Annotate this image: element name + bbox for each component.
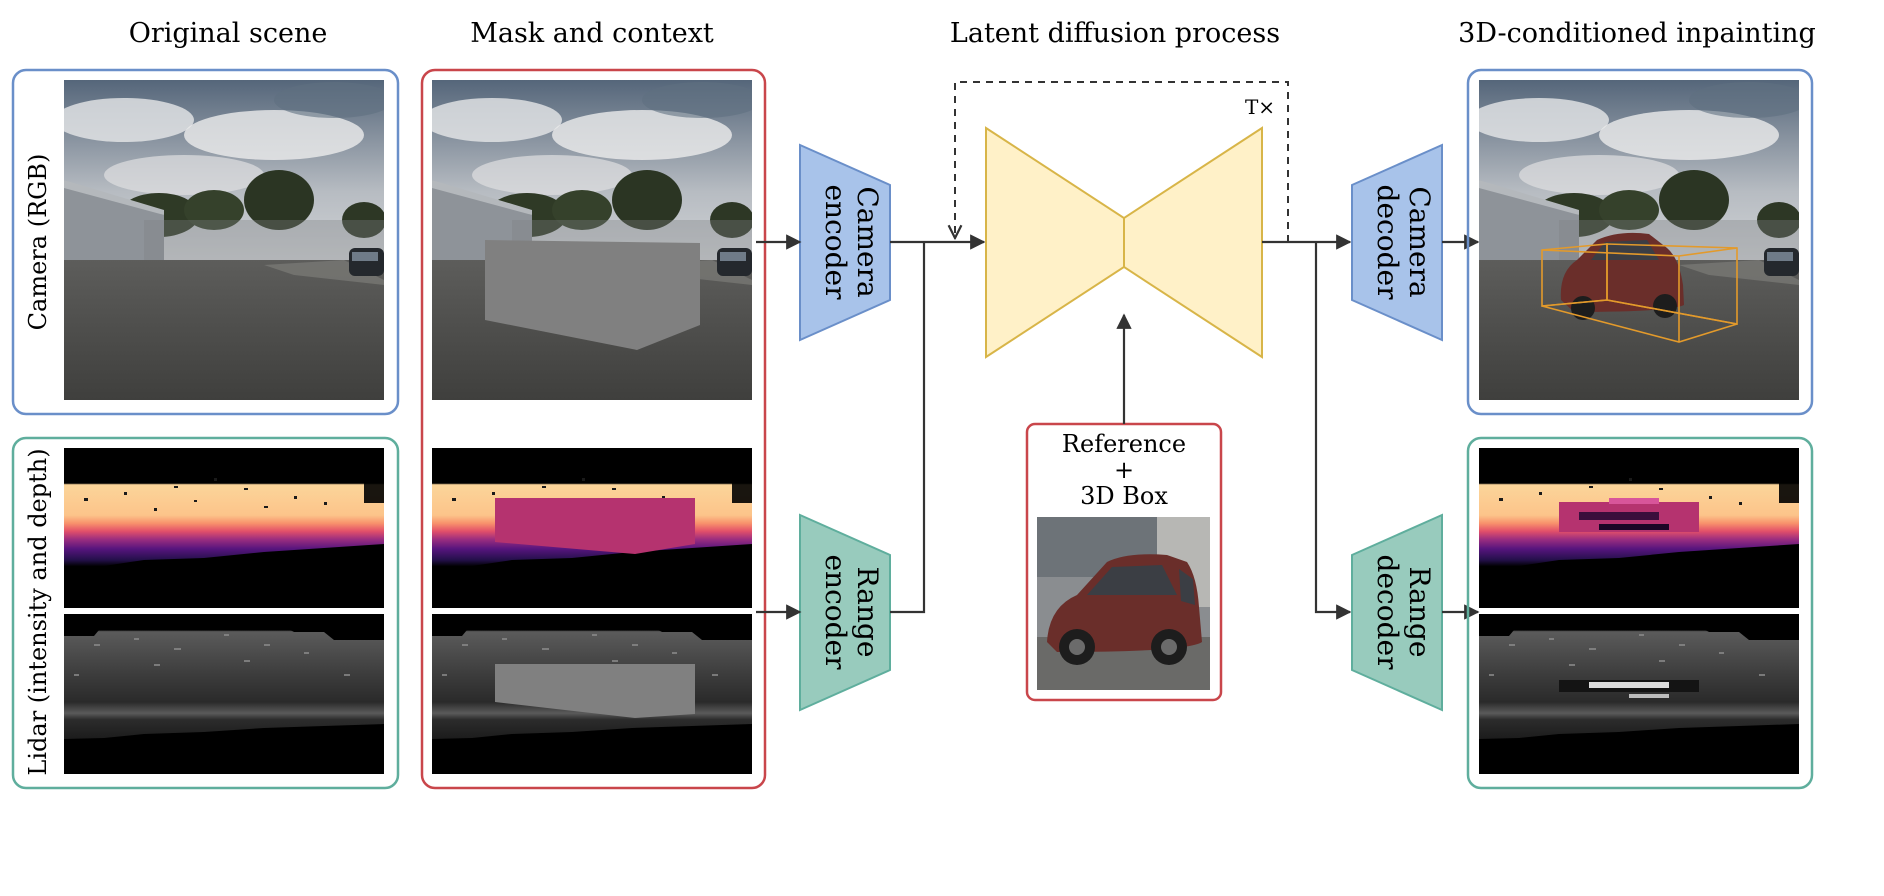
camera-decoder: Camera decoder [1351, 143, 1443, 342]
output-camera-image [1479, 80, 1799, 400]
row-label-lidar: Lidar (intensity and depth) [24, 448, 52, 775]
diffusion-unet [985, 126, 1263, 359]
output-lidar-depth [1479, 614, 1799, 774]
camera-encoder-line2: encoder [819, 184, 852, 300]
reference-car-image [1037, 517, 1210, 690]
arrow-unet-to-range-decoder [1314, 242, 1352, 620]
camera-encoder-line1: Camera [851, 186, 884, 297]
inserted-object-depth [1559, 680, 1699, 698]
output-camera-frame [1466, 68, 1814, 416]
camera-decoder-line1: Camera [1403, 186, 1436, 297]
masked-camera-image [432, 80, 752, 400]
output-lidar-intensity [1479, 448, 1799, 608]
loop-label: T× [1245, 95, 1275, 119]
lidar-frame [11, 436, 400, 790]
original-lidar-intensity [64, 448, 384, 608]
camera-decoder-line2: decoder [1371, 185, 1404, 301]
camera-mask-region [485, 240, 700, 350]
mask-frame [420, 68, 767, 790]
diffusion-loop-dashed [955, 81, 1289, 242]
masked-lidar-depth [432, 614, 752, 774]
output-lidar-frame [1466, 436, 1814, 790]
depth-mask-region [495, 664, 695, 718]
camera-encoder: Camera encoder [799, 143, 891, 342]
bounding-box-3d [1541, 243, 1738, 343]
range-encoder-line1: Range [851, 567, 884, 658]
lidar-mask-region-magenta [495, 498, 695, 554]
original-lidar-depth [64, 614, 384, 774]
reference-line2: + [1114, 456, 1134, 484]
range-decoder: Range decoder [1351, 513, 1443, 712]
row-label-camera: Camera (RGB) [24, 154, 52, 331]
column-title-original: Original scene [129, 18, 328, 49]
inserted-object-lidar [1559, 498, 1699, 532]
range-encoder-line2: encoder [819, 554, 852, 670]
column-title-mask: Mask and context [470, 18, 714, 49]
arrow-range-encoder-to-junction [890, 242, 926, 614]
original-camera-image [64, 80, 384, 400]
range-decoder-line1: Range [1403, 567, 1436, 658]
masked-lidar-intensity [432, 448, 752, 608]
reference-line3: 3D Box [1080, 482, 1168, 510]
camera-frame [11, 68, 400, 416]
range-decoder-line2: decoder [1371, 555, 1404, 671]
column-title-inpainting: 3D-conditioned inpainting [1458, 18, 1816, 49]
range-encoder: Range encoder [799, 513, 891, 712]
reference-line1: Reference [1062, 430, 1186, 458]
column-title-diffusion: Latent diffusion process [950, 18, 1280, 49]
